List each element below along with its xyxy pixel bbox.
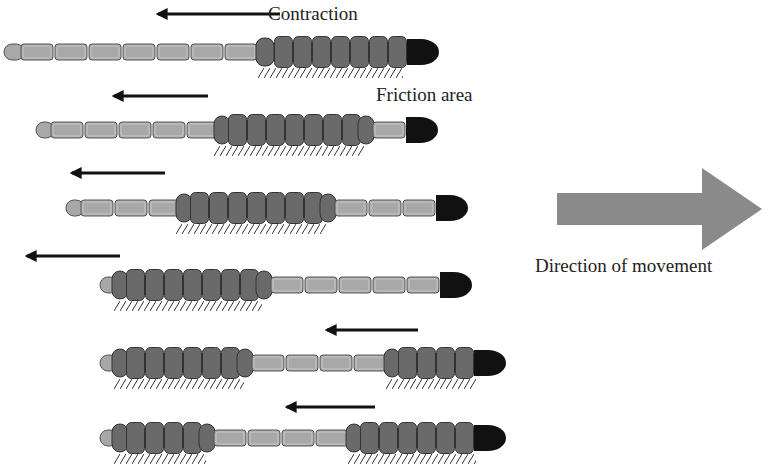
contracted-segment xyxy=(256,38,274,66)
relaxed-segments xyxy=(213,429,349,447)
contracted-segment xyxy=(112,424,128,452)
contracted-segments xyxy=(274,36,407,68)
relaxed-segments xyxy=(270,276,440,294)
friction-hatch xyxy=(114,379,244,389)
contracted-segments xyxy=(398,347,474,379)
friction-hatch xyxy=(348,454,476,464)
worm-head xyxy=(474,350,506,376)
contracted-segments xyxy=(228,114,361,146)
friction-hatch xyxy=(258,68,403,78)
contracted-segment xyxy=(237,349,253,377)
relaxed-segments xyxy=(334,199,436,217)
contracted-segment xyxy=(256,271,272,299)
contraction-arrow xyxy=(158,13,280,16)
worm-head xyxy=(406,117,438,143)
contraction-arrow xyxy=(287,406,375,409)
contraction-arrow xyxy=(114,95,208,98)
friction-hatch xyxy=(176,224,326,234)
contracted-segment xyxy=(358,116,374,144)
label-text: Direction of movement xyxy=(535,256,712,275)
relaxed-segments xyxy=(80,199,182,217)
contracted-segment xyxy=(346,424,362,452)
friction-hatch xyxy=(214,146,364,156)
direction-arrow xyxy=(557,168,762,250)
contracted-segment xyxy=(384,349,400,377)
worm xyxy=(100,269,472,311)
contraction-arrow xyxy=(327,329,418,332)
contracted-segment xyxy=(320,194,336,222)
worm xyxy=(100,347,506,389)
worm-head xyxy=(407,39,439,65)
contracted-segment xyxy=(199,424,215,452)
contracted-segment xyxy=(112,271,128,299)
label-text: Contraction xyxy=(268,4,358,23)
friction-hatch xyxy=(114,301,262,311)
contracted-segments xyxy=(126,422,202,454)
contracted-segment xyxy=(176,194,192,222)
contraction-arrow xyxy=(72,172,165,175)
friction-hatch xyxy=(114,454,206,464)
relaxed-segments xyxy=(50,121,220,139)
relaxed-segments xyxy=(20,43,258,61)
contracted-segment xyxy=(112,349,128,377)
worm xyxy=(66,192,468,234)
contracted-segments xyxy=(190,192,323,224)
contracted-segment xyxy=(214,116,230,144)
contraction-arrow xyxy=(27,255,120,258)
contracted-segments xyxy=(126,347,240,379)
relaxed-segments xyxy=(372,121,406,139)
worm-head xyxy=(440,272,472,298)
contracted-segments xyxy=(360,422,474,454)
worm-head xyxy=(436,195,468,221)
worm-head xyxy=(474,425,506,451)
worm xyxy=(4,36,439,78)
relaxed-segments xyxy=(251,354,387,372)
worm xyxy=(36,114,438,156)
contracted-segments xyxy=(126,269,259,301)
label-text: Friction area xyxy=(376,85,473,104)
friction-hatch xyxy=(386,379,476,389)
worm xyxy=(100,422,506,464)
